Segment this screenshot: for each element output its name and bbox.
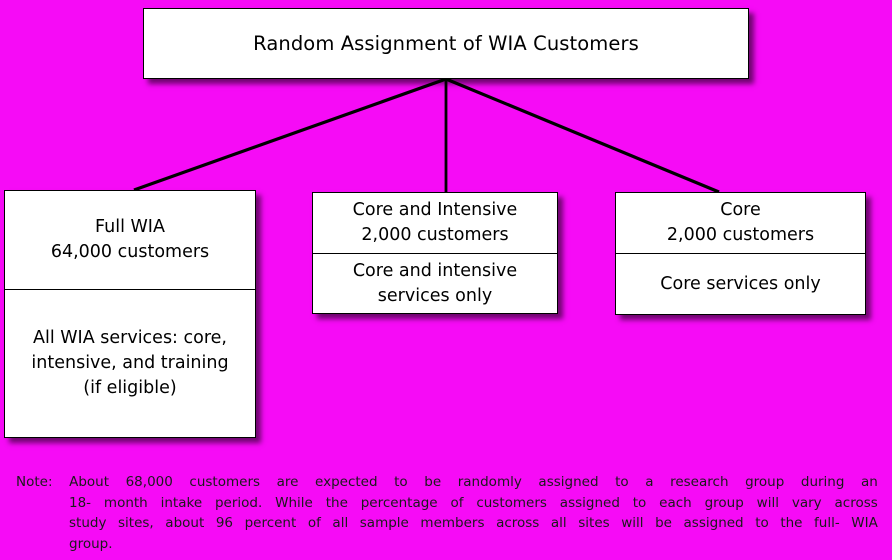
note-word: to [615, 474, 629, 490]
note-word: About [69, 474, 110, 490]
note-word: research [670, 474, 729, 490]
note-word: of [307, 515, 321, 531]
note-word: an [861, 474, 878, 490]
note-word: 18- [69, 494, 92, 511]
group-header-core: Core 2,000 customers [616, 193, 865, 254]
group-header-full-wia: Full WIA 64,000 customers [5, 191, 255, 290]
note-word: WIA [851, 515, 878, 531]
note-word: each [659, 494, 692, 511]
group-body-core: Core services only [660, 273, 821, 294]
note-word: a [645, 474, 654, 490]
group-body-full-wia: All WIA services: core, intensive, and t… [31, 328, 229, 398]
group-header-core-and-intensive: Core and Intensive 2,000 customers [313, 193, 557, 254]
note-word: 68,000 [125, 474, 173, 490]
title-box-label: Random Assignment of WIA Customers [253, 32, 639, 55]
note-word: to [632, 494, 647, 511]
note-word: assigned [559, 494, 620, 511]
note-word: to [394, 474, 408, 490]
note-word: While [275, 494, 313, 511]
note-word: randomly [457, 474, 522, 490]
group-header-line-1: Core and Intensive [352, 200, 518, 220]
note-word: of [450, 494, 464, 511]
note-line-4: group. [69, 535, 113, 552]
note-word: study [69, 515, 107, 531]
note-word: be [424, 474, 442, 490]
note-word: vary [791, 494, 822, 511]
note-word: group [745, 474, 785, 490]
group-header-line-1: Core [720, 200, 761, 220]
connector-to-full-wia [133, 77, 447, 192]
note-word: be [655, 515, 672, 531]
note-word: will [756, 494, 779, 511]
note-word: period. [214, 494, 263, 511]
note-word: the [780, 515, 803, 531]
note-word: are [276, 474, 299, 490]
note-word: across [834, 494, 878, 511]
note-word: month [103, 494, 148, 511]
note-word: customers [476, 494, 547, 511]
group-box-core: Core 2,000 customers Core services only [615, 192, 866, 315]
note-word: assigned [538, 474, 599, 490]
note-label: Note: [16, 474, 53, 490]
note-word: during [800, 474, 845, 490]
note-word: all [332, 515, 349, 531]
group-box-full-wia: Full WIA 64,000 customers All WIA servic… [4, 190, 256, 438]
note-word: to [755, 515, 769, 531]
note-word: expected [315, 474, 378, 490]
group-header-line-2: 64,000 customers [50, 242, 210, 262]
note-word: members [420, 515, 485, 531]
connector-to-core [445, 77, 720, 194]
note-word: about [165, 515, 205, 531]
title-box: Random Assignment of WIA Customers [143, 8, 749, 79]
note-word: percent [244, 515, 297, 531]
note-word: across [496, 515, 540, 531]
note-word: group [704, 494, 744, 511]
group-header-line-2: 2,000 customers [666, 225, 815, 245]
group-body-core-and-intensive: Core and intensive services only [352, 260, 518, 306]
note-word: will [621, 515, 644, 531]
note-word: sample [359, 515, 409, 531]
note-word: assigned [683, 515, 744, 531]
note-word: sites, [118, 515, 154, 531]
group-header-line-2: 2,000 customers [361, 225, 509, 245]
note-word: customers [189, 474, 261, 490]
group-header-line-1: Full WIA [95, 217, 165, 237]
group-box-core-and-intensive: Core and Intensive 2,000 customers Core … [312, 192, 558, 314]
note-word: the [325, 494, 348, 511]
note-word: 96 [215, 515, 233, 531]
note-word: full- [814, 515, 840, 531]
note-word: intake [160, 494, 203, 511]
note-word: sites [578, 515, 610, 531]
note-line-2: 18- month intake period. While the percentage o… [16, 493, 878, 514]
note-word: all [550, 515, 567, 531]
note-word: percentage [360, 494, 438, 511]
